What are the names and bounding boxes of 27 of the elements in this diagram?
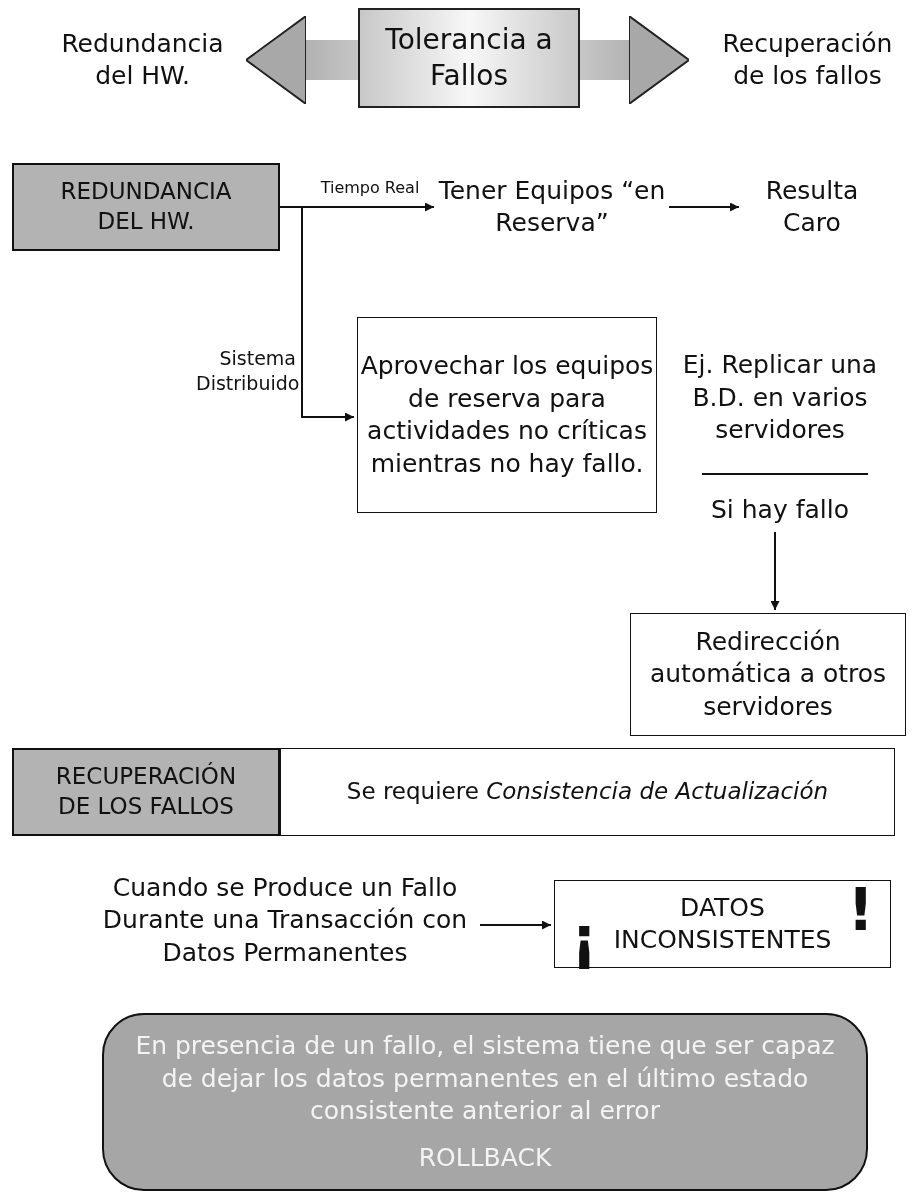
exclamation-mark: ¡ bbox=[571, 909, 598, 967]
condition-text: Si hay fallo bbox=[690, 488, 870, 532]
step-text: Resulta Caro bbox=[742, 172, 882, 242]
requirement-box: Se requiere Consistencia de Actualización bbox=[280, 748, 895, 836]
central-box: Tolerancia a Fallos bbox=[358, 8, 580, 108]
concept-text: Recuperación de los fallos bbox=[705, 25, 910, 95]
edge-label: Tiempo Real bbox=[319, 178, 421, 199]
process-box: Redirección automática a otros servidores bbox=[630, 613, 906, 736]
arrow bbox=[479, 920, 552, 930]
concept-text: Redundancia del HW. bbox=[55, 25, 230, 95]
keyword-text: ROLLBACK bbox=[418, 1141, 552, 1174]
arrow bbox=[279, 206, 355, 422]
statement-text: En presencia de un fallo, el sistema tiene que ser capaz de dejar los datos permanentes en el último estado consistente anterior al error bbox=[134, 1030, 836, 1127]
arrow bbox=[770, 531, 780, 611]
heading-box: REDUNDANCIA DEL HW. bbox=[12, 163, 280, 251]
block-arrow bbox=[245, 15, 358, 105]
heading-box: RECUPERACIÓN DE LOS FALLOS bbox=[12, 748, 280, 836]
arrow bbox=[668, 202, 740, 212]
exclamation-mark: ! bbox=[847, 881, 874, 939]
warning-text: DATOS INCONSISTENTES bbox=[612, 891, 833, 956]
example-text: Ej. Replicar una B.D. en varios servidores bbox=[680, 330, 880, 466]
step-text: Tener Equipos “en Reserva” bbox=[437, 172, 667, 242]
conclusion-box bbox=[102, 1013, 868, 1191]
cause-text: Cuando se Produce un Fallo Durante una Transacción con Datos Permanentes bbox=[90, 868, 480, 973]
block-arrow bbox=[580, 15, 690, 105]
process-box: Aprovechar los equipos de reserva para actividades no críticas mientras no hay fallo. bbox=[357, 317, 657, 513]
warning-box bbox=[554, 880, 891, 968]
